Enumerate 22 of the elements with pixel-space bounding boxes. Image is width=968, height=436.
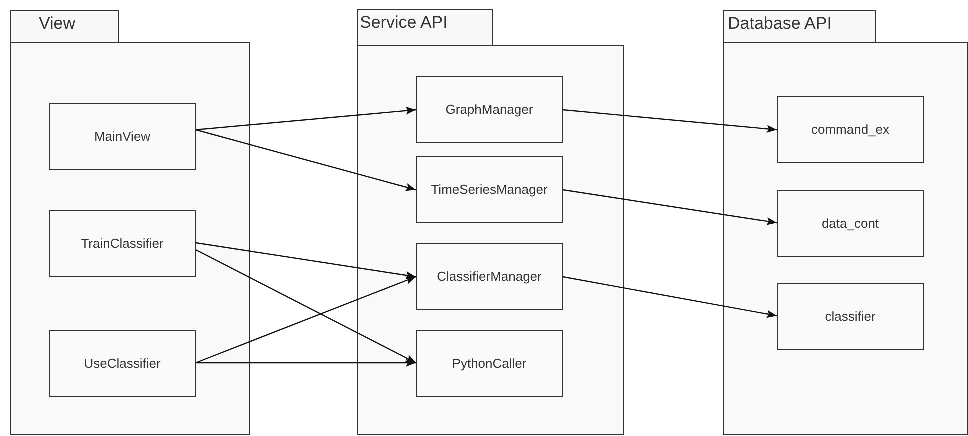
arrow — [562, 189, 778, 226]
class-box: PythonCaller — [416, 330, 563, 397]
arrow — [196, 276, 416, 364]
package-tab: Database API — [723, 10, 876, 43]
arrow — [196, 106, 416, 131]
class-box: classifier — [777, 283, 924, 350]
arrow — [196, 359, 416, 367]
package-tab: Service API — [357, 9, 493, 46]
arrow — [196, 129, 416, 192]
class-box: MainView — [49, 103, 196, 170]
arrow — [196, 242, 416, 280]
class-box: ClassifierManager — [416, 243, 563, 310]
class-box: command_ex — [777, 96, 924, 163]
class-box: TrainClassifier — [49, 210, 196, 277]
class-box: data_cont — [777, 190, 924, 257]
arrow — [562, 276, 778, 318]
class-box: UseClassifier — [49, 330, 196, 397]
class-box: GraphManager — [416, 76, 563, 143]
package-tab: View — [10, 10, 119, 43]
arrow — [562, 109, 778, 134]
arrow — [196, 249, 416, 364]
class-box: TimeSeriesManager — [416, 156, 563, 223]
